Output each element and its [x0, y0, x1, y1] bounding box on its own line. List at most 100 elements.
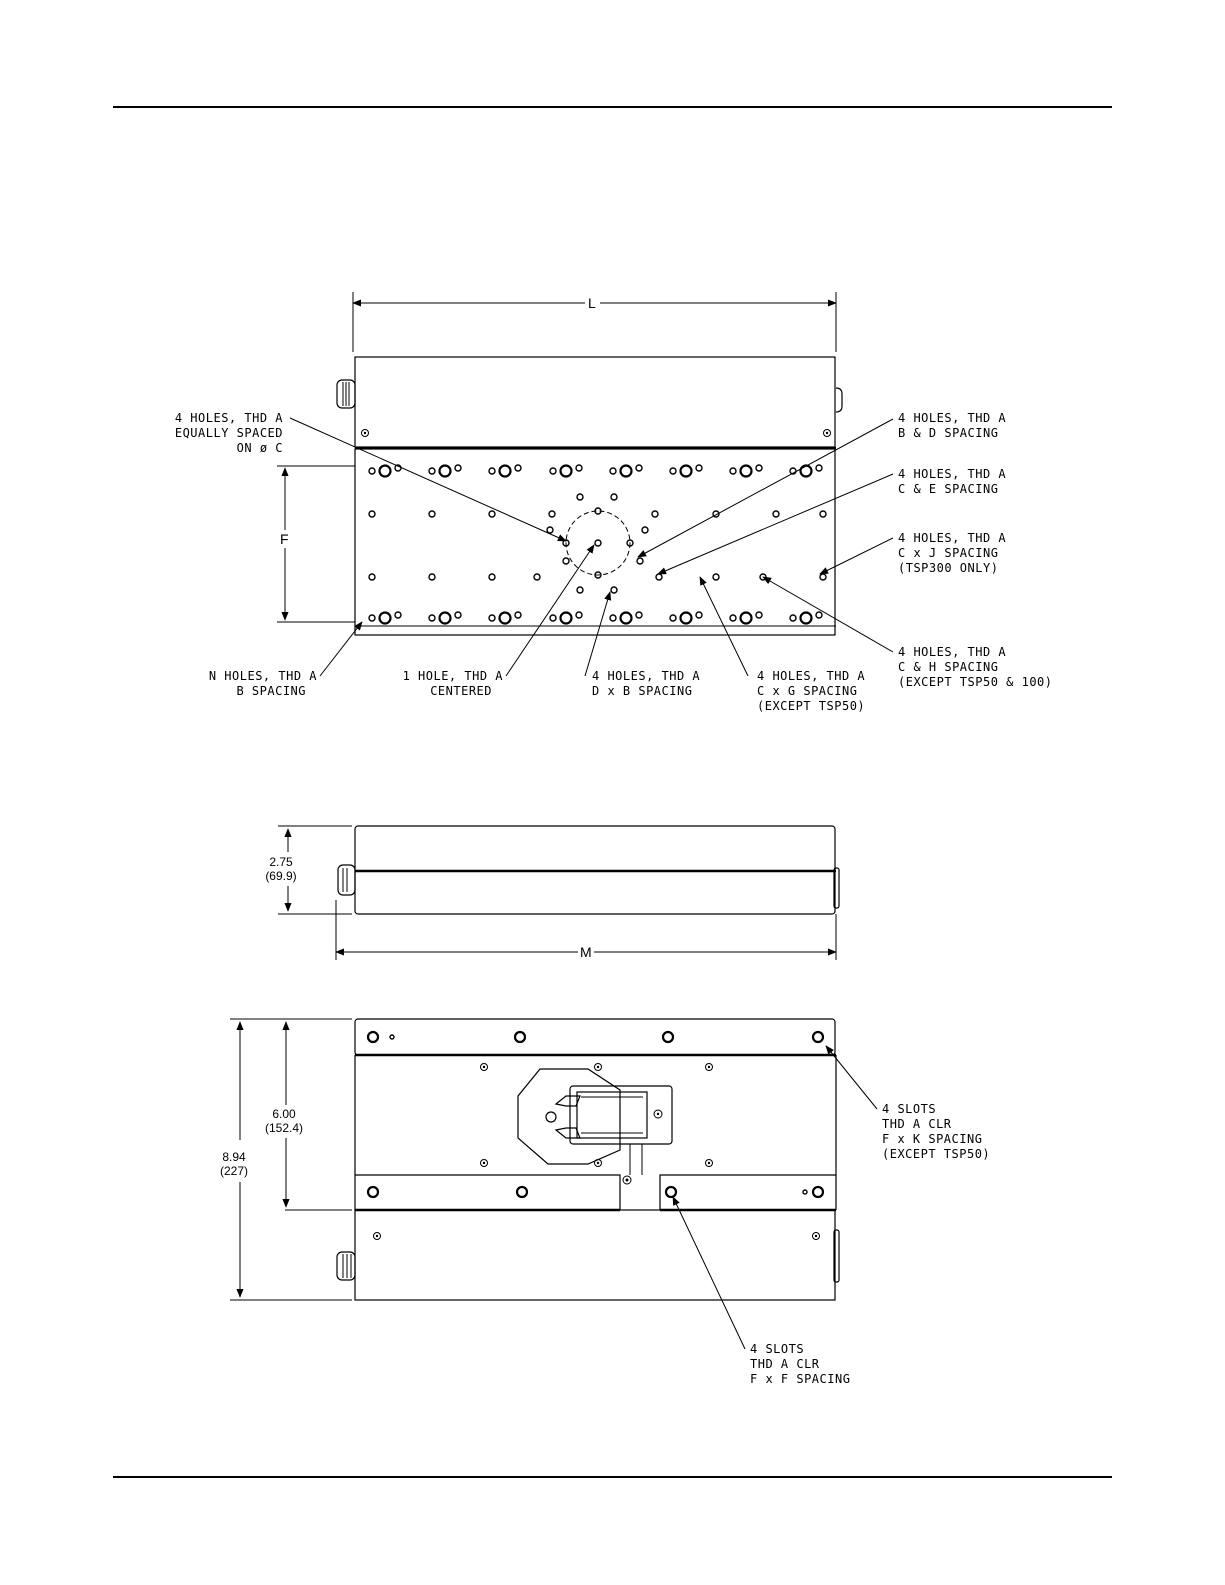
hole-icon	[482, 1161, 486, 1165]
hole-icon	[576, 493, 584, 501]
hole-icon	[814, 1234, 818, 1238]
mounting-holes-top	[368, 464, 827, 625]
hole-icon	[368, 573, 376, 581]
callout-bottom-2: 1 HOLE, THD A CENTERED	[403, 669, 504, 698]
svg-text:(EXCEPT TSP50): (EXCEPT TSP50)	[757, 699, 865, 713]
hole-icon	[438, 464, 452, 478]
hole-icon	[428, 510, 436, 518]
callout-left-top: 4 HOLES, THD A EQUALLY SPACED ON ø C	[175, 411, 283, 455]
svg-text:C x J SPACING: C x J SPACING	[898, 546, 998, 560]
hole-icon	[679, 464, 693, 478]
hole-icon	[755, 464, 763, 472]
svg-text:(EXCEPT TSP50): (EXCEPT TSP50)	[882, 1147, 990, 1161]
svg-text:(TSP300 ONLY): (TSP300 ONLY)	[898, 561, 998, 575]
svg-text:1 HOLE, THD A: 1 HOLE, THD A	[403, 669, 504, 683]
hole-icon	[488, 614, 496, 622]
hole-icon	[610, 586, 618, 594]
top-view-leaders	[289, 417, 894, 677]
svg-text:EQUALLY SPACED: EQUALLY SPACED	[175, 426, 283, 440]
hole-icon	[739, 464, 753, 478]
hole-icon	[549, 467, 557, 475]
hole-icon	[514, 464, 522, 472]
hole-icon	[635, 464, 643, 472]
svg-text:4 HOLES, THD A: 4 HOLES, THD A	[898, 411, 1006, 425]
inner-height-mm: (152.4)	[265, 1121, 303, 1135]
hole-icon	[375, 1234, 379, 1238]
hole-icon	[641, 526, 649, 534]
hole-icon	[669, 467, 677, 475]
hole-icon	[575, 464, 583, 472]
side-height-in: 2.75	[269, 855, 293, 869]
bottom-view: 8.94 (227) 6.00 (152.4)	[220, 1018, 840, 1301]
hole-icon	[755, 611, 763, 619]
bottom-height-mm: (227)	[220, 1164, 248, 1178]
hole-icon	[609, 467, 617, 475]
bottom-height-in: 8.94	[222, 1150, 246, 1164]
hole-icon	[619, 611, 633, 625]
hole-icon	[368, 614, 376, 622]
svg-text:4 HOLES, THD A: 4 HOLES, THD A	[898, 645, 1006, 659]
hole-icon	[799, 464, 813, 478]
hole-icon	[739, 611, 753, 625]
svg-text:4 SLOTS: 4 SLOTS	[750, 1342, 804, 1356]
hole-icon	[789, 614, 797, 622]
hole-icon	[596, 1065, 600, 1069]
dimension-l-label: L	[588, 295, 596, 311]
hole-icon	[549, 614, 557, 622]
hole-icon	[559, 611, 573, 625]
svg-text:ON ø C: ON ø C	[237, 441, 283, 455]
hole-icon	[802, 1189, 808, 1195]
mounting-holes-bottom	[366, 1030, 825, 1240]
hole-icon	[610, 493, 618, 501]
inner-height-in: 6.00	[272, 1107, 296, 1121]
svg-text:C & E SPACING: C & E SPACING	[898, 482, 998, 496]
hole-icon	[576, 586, 584, 594]
hole-icon	[819, 510, 827, 518]
svg-text:B & D SPACING: B & D SPACING	[898, 426, 998, 440]
hole-icon	[428, 573, 436, 581]
hole-icon	[368, 467, 376, 475]
svg-text:4 HOLES, THD A: 4 HOLES, THD A	[757, 669, 865, 683]
hole-icon	[368, 510, 376, 518]
hole-icon	[498, 611, 512, 625]
callout-right-1: 4 HOLES, THD A B & D SPACING	[898, 411, 1006, 440]
hole-icon	[819, 573, 827, 581]
hole-icon	[480, 1063, 488, 1071]
hole-icon	[636, 557, 644, 565]
hole-icon	[596, 1161, 600, 1165]
hole-icon	[514, 611, 522, 619]
hole-icon	[655, 573, 663, 581]
svg-text:N HOLES, THD A: N HOLES, THD A	[209, 669, 317, 683]
svg-text:4 HOLES, THD A: 4 HOLES, THD A	[898, 467, 1006, 481]
hole-icon	[454, 611, 462, 619]
hole-icon	[651, 510, 659, 518]
hole-icon	[695, 464, 703, 472]
callout-bottom-3: 4 HOLES, THD A D x B SPACING	[592, 669, 700, 698]
hole-icon	[378, 464, 392, 478]
svg-text:4 HOLES, THD A: 4 HOLES, THD A	[898, 531, 1006, 545]
hole-icon	[594, 1063, 602, 1071]
connector-side-icon	[337, 864, 356, 896]
hole-icon	[661, 1030, 675, 1044]
hole-icon	[811, 1185, 825, 1199]
hole-icon	[488, 510, 496, 518]
hole-icon	[619, 464, 633, 478]
hole-icon	[815, 464, 823, 472]
hole-icon	[575, 611, 583, 619]
svg-text:4 SLOTS: 4 SLOTS	[882, 1102, 936, 1116]
hole-icon	[729, 614, 737, 622]
svg-text:THD A CLR: THD A CLR	[882, 1117, 952, 1131]
svg-text:F x K SPACING: F x K SPACING	[882, 1132, 982, 1146]
hole-icon	[707, 1161, 711, 1165]
hole-icon	[428, 467, 436, 475]
svg-text:D x B SPACING: D x B SPACING	[592, 684, 692, 698]
hole-icon	[513, 1030, 527, 1044]
hole-icon	[594, 1159, 602, 1167]
svg-text:C & H SPACING: C & H SPACING	[898, 660, 998, 674]
hole-icon	[635, 611, 643, 619]
hole-icon	[562, 557, 570, 565]
hole-icon	[378, 611, 392, 625]
hole-icon	[705, 1159, 713, 1167]
svg-text:THD A CLR: THD A CLR	[750, 1357, 820, 1371]
svg-text:4 HOLES, THD A: 4 HOLES, THD A	[592, 669, 700, 683]
